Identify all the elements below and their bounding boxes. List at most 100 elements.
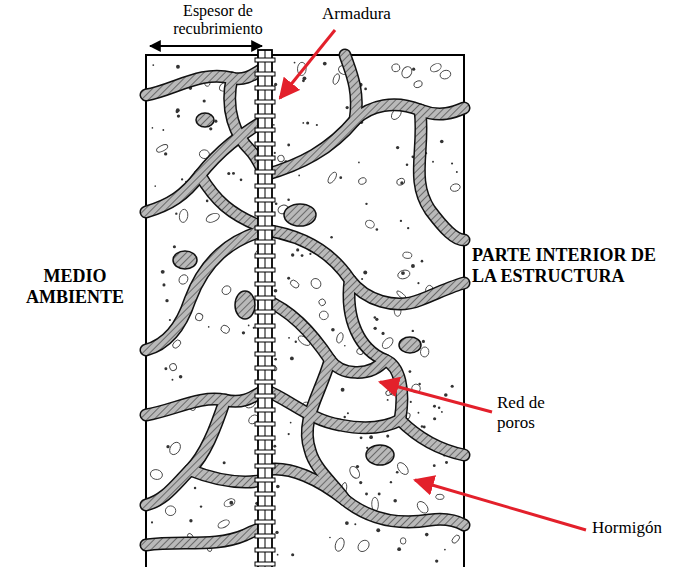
pore-channel	[146, 400, 225, 505]
aggregate-dot	[346, 106, 349, 109]
rebar-rib	[255, 226, 275, 230]
aggregate-dot	[208, 326, 210, 328]
aggregate-dot	[360, 436, 363, 439]
pore-channel	[146, 230, 265, 350]
aggregate-stone	[348, 465, 362, 480]
aggregate-dot	[206, 200, 209, 203]
aggregate-stone	[450, 183, 461, 193]
aggregate-dot	[422, 340, 425, 343]
aggregate-dot	[390, 481, 392, 483]
aggregate-dot	[164, 152, 167, 155]
aggregate-dot	[295, 341, 297, 343]
aggregate-dot	[165, 299, 168, 302]
aggregate-dot	[302, 122, 304, 124]
aggregate-dot	[369, 435, 373, 439]
aggregate-dot	[274, 152, 276, 154]
aggregate-stone	[156, 143, 169, 153]
rebar-rib	[255, 254, 275, 258]
rebar	[255, 50, 275, 567]
aggregate-dot	[242, 331, 245, 334]
aggregate-stone	[429, 62, 442, 73]
aggregate-dot	[274, 83, 277, 86]
aggregate-dot	[438, 406, 441, 409]
aggregate-dot	[176, 65, 180, 69]
pore-channel	[146, 68, 265, 95]
aggregate-dot	[378, 493, 381, 496]
aggregate-stone	[334, 537, 346, 553]
aggregate-dot	[309, 253, 311, 255]
aggregate-dot	[173, 245, 176, 248]
aggregate-dot	[423, 426, 426, 429]
aggregate-dot	[359, 481, 362, 484]
aggregate-dot	[209, 127, 212, 130]
pore-channel-edge	[146, 528, 265, 545]
aggregate-dot	[358, 162, 360, 164]
aggregate-dot	[366, 447, 368, 449]
rebar-rib	[255, 324, 275, 328]
aggregate-dot	[287, 144, 290, 147]
region-label: MEDIO AMBIENTE	[8, 266, 142, 307]
rebar-rib	[255, 450, 275, 454]
aggregate-dot	[347, 412, 349, 414]
part-label: Red de poros	[497, 393, 577, 432]
aggregate-dot	[306, 122, 309, 125]
aggregate-dot	[356, 465, 359, 468]
aggregate-stone	[169, 362, 178, 371]
aggregate-stone	[413, 80, 423, 89]
aggregate-dot	[386, 435, 389, 438]
aggregate-dot	[354, 523, 356, 525]
aggregate-dot	[151, 521, 153, 523]
aggregate-dot	[425, 533, 429, 537]
part-label: Espesor de recubrimiento	[148, 2, 288, 39]
rebar-rib	[255, 156, 275, 160]
aggregate-dot	[277, 554, 279, 556]
aggregate-dot	[331, 328, 335, 332]
aggregate-dot	[291, 553, 294, 556]
aggregate-dot	[154, 185, 156, 187]
aggregate-dot	[176, 108, 180, 112]
rebar-rib	[255, 212, 275, 216]
aggregate-dot	[432, 161, 434, 163]
pore-channel-edge	[345, 55, 356, 120]
aggregate-dot	[161, 270, 165, 274]
aggregate-dot	[290, 422, 292, 424]
rebar-rib	[255, 128, 275, 132]
aggregate-dot	[240, 179, 243, 182]
aggregate-dot	[229, 501, 233, 505]
aggregate-dot	[181, 178, 183, 180]
aggregate-dot	[361, 278, 363, 280]
pore-channel	[265, 390, 464, 455]
pore-channel-edge	[146, 390, 265, 415]
pore-channel	[146, 528, 265, 545]
rebar-rib	[255, 184, 275, 188]
part-label: Armadura	[322, 4, 391, 24]
pore-channel-edge	[190, 470, 265, 482]
aggregate-dot	[396, 146, 399, 149]
aggregate-dot	[162, 129, 164, 131]
aggregate-dot	[409, 370, 412, 373]
leader-arrow	[380, 382, 492, 412]
pore-channel-edge	[419, 110, 464, 240]
aggregate-dot	[445, 461, 448, 464]
aggregate-stone	[391, 63, 400, 72]
aggregate-dot	[365, 203, 367, 205]
pore	[284, 204, 316, 226]
pore-channel-edge	[265, 390, 464, 455]
leader-arrow	[280, 30, 335, 98]
aggregate-dot	[232, 172, 235, 175]
rebar-rib	[255, 142, 275, 146]
rebar-rib	[255, 380, 275, 384]
rebar-rib	[255, 436, 275, 440]
aggregate-dot	[387, 399, 389, 401]
aggregate-dot	[330, 236, 333, 239]
aggregate-stone	[289, 279, 300, 290]
rebar-rib	[255, 394, 275, 398]
aggregate-dot	[152, 64, 154, 66]
aggregate-dot	[275, 531, 278, 534]
pore	[399, 337, 421, 353]
aggregate-dot	[341, 388, 345, 392]
aggregate-dot	[316, 124, 318, 126]
pore	[235, 291, 255, 319]
aggregate-stone	[400, 65, 414, 80]
aggregate-dot	[375, 318, 378, 321]
